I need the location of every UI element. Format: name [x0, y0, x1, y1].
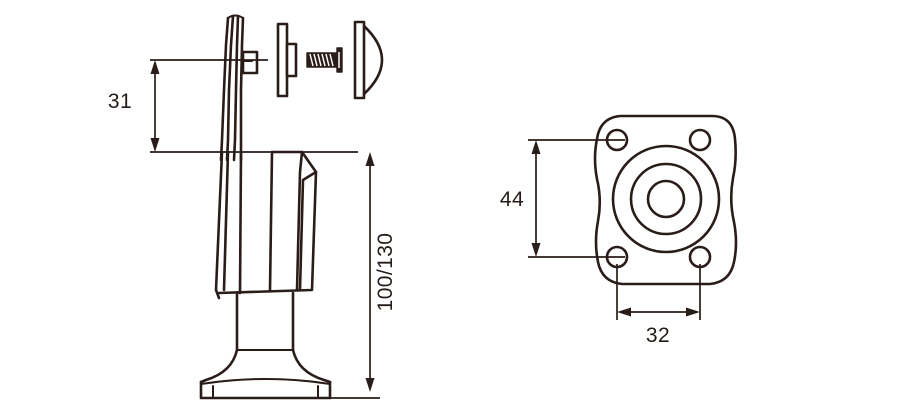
mounting-plate: [593, 114, 738, 286]
arrow-head-down: [531, 243, 541, 257]
boss-inner-circle: [646, 179, 686, 219]
centre-boss: [611, 144, 721, 254]
dimension-32: 32: [616, 264, 701, 347]
dimension-label-31: 31: [108, 90, 132, 113]
dimension-label-44: 44: [500, 188, 524, 211]
arrow-head-up: [365, 152, 375, 166]
dimension-label-32: 32: [646, 324, 670, 347]
mounting-plate-front-view: 44 32: [500, 114, 738, 347]
fixing-hole-top-right: [688, 128, 712, 152]
leg-body: [214, 150, 318, 300]
arrow-head-left: [617, 307, 631, 317]
washer-plate: [276, 22, 298, 98]
dimension-label-100-130: 100/130: [374, 233, 397, 312]
arrow-head-down: [150, 138, 160, 152]
dimension-44: 44: [500, 139, 625, 258]
boss-middle-circle: [629, 162, 703, 236]
fixing-holes: [605, 128, 712, 269]
leg-top-boss: [241, 50, 259, 75]
arrow-head-up: [531, 140, 541, 154]
dome-cap: [353, 20, 384, 100]
side-elevation-view: 31 100/130: [108, 14, 397, 400]
arrow-head-down: [365, 378, 375, 392]
arrow-head-right: [686, 307, 700, 317]
dimension-31: 31: [108, 59, 358, 153]
leg-foot: [199, 348, 332, 400]
arrow-head-up: [150, 60, 160, 74]
threaded-screw: [306, 47, 343, 73]
leg-column: [235, 291, 295, 352]
dimension-100-130: 100/130: [330, 152, 397, 399]
leg-top-blade: [219, 14, 245, 162]
boss-outer-circle: [611, 144, 721, 254]
